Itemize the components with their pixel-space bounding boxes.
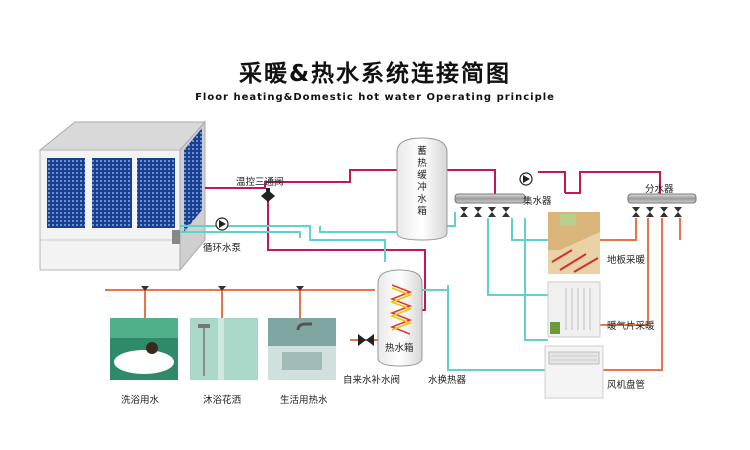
heat-pump-unit xyxy=(38,120,207,272)
fan-coil-photo xyxy=(544,345,604,399)
faucet-valve-icon xyxy=(218,286,226,291)
bath-water-label: 洗浴用水 xyxy=(121,395,160,406)
hot-water-tank-label: 热水箱 xyxy=(385,343,414,354)
makeup-valve-icon xyxy=(358,334,374,346)
distributor-branch-pipes xyxy=(105,218,681,371)
domestic-hot-water-label: 生活用热水 xyxy=(280,395,328,406)
shower-label: 沐浴花洒 xyxy=(203,395,242,406)
diagram-title: 采暖&热水系统连接简图 xyxy=(238,61,512,87)
hot-water-tank xyxy=(377,269,423,367)
shower-photo xyxy=(190,318,258,380)
faucet-valve-icon xyxy=(296,286,304,291)
buffer-tank xyxy=(396,137,448,241)
return-water-pipes xyxy=(180,212,548,371)
circulation-pump-label: 循环水泵 xyxy=(203,243,242,254)
water-collector-header xyxy=(454,193,526,217)
three-way-valve-icon xyxy=(261,188,275,202)
buffer-tank-label: 蓄热缓冲水箱 xyxy=(417,146,427,217)
radiator-photo xyxy=(547,281,601,338)
distribution-pump-icon xyxy=(519,172,533,186)
water-distributor-label: 分水器 xyxy=(645,184,674,195)
diagram-subtitle: Floor heating&Domestic hot water Operati… xyxy=(195,92,555,103)
circulation-pump-icon xyxy=(215,217,229,231)
sink-photo xyxy=(268,318,336,380)
faucet-valve-icon xyxy=(141,286,149,291)
three-way-valve-label: 温控三通阀 xyxy=(236,177,284,188)
heat-exchanger-label: 水换热器 xyxy=(428,375,467,386)
bath-photo xyxy=(110,318,178,380)
floor-heating-label: 地板采暖 xyxy=(607,255,646,266)
water-distributor-header xyxy=(627,193,697,217)
floor-heating-photo xyxy=(548,212,600,274)
radiator-heating-label: 暖气片采暖 xyxy=(607,321,655,332)
water-collector-label: 集水器 xyxy=(523,196,552,207)
makeup-valve-label: 自来水补水阀 xyxy=(343,375,401,386)
fan-coil-label: 风机盘管 xyxy=(607,380,646,391)
